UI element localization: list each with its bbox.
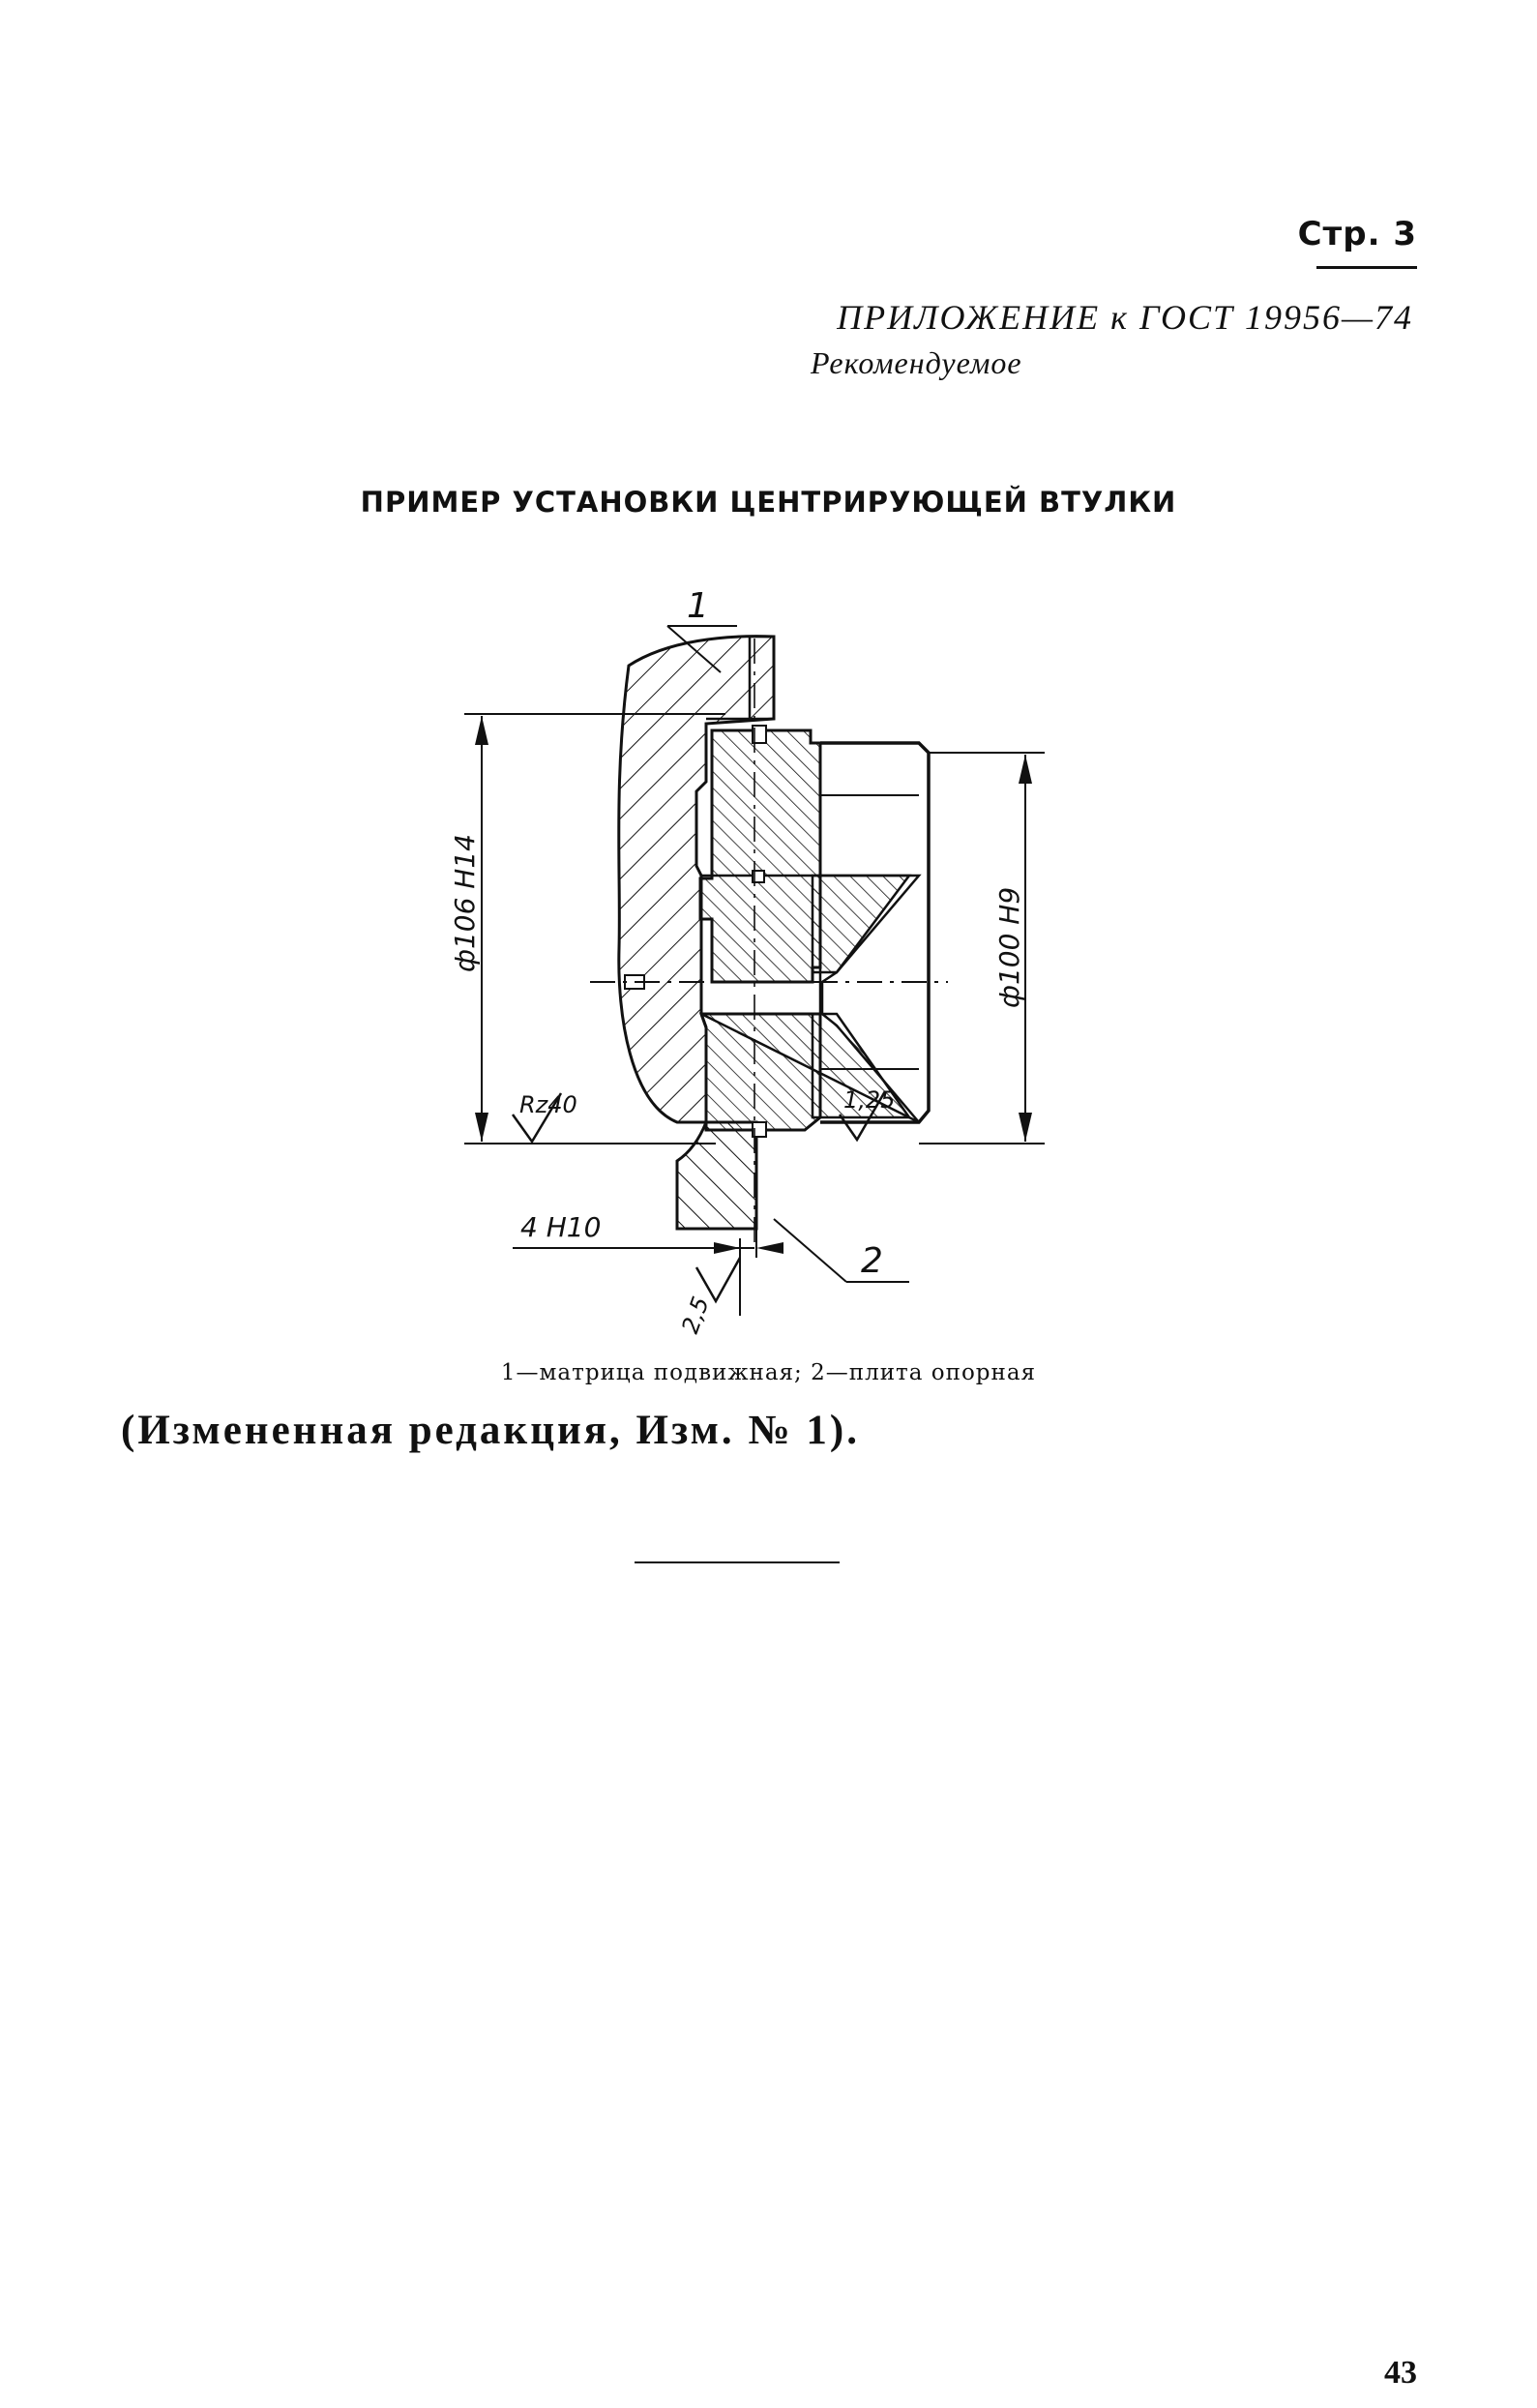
appendix-title: ПРИЛОЖЕНИЕ к ГОСТ 19956—74 [837, 298, 1413, 337]
roughness-right-label: 1,25 [843, 1086, 895, 1114]
callout-2-label: 2 [861, 1241, 883, 1281]
callout-2-pointer [773, 1218, 847, 1283]
bushing-upper [698, 728, 822, 984]
arrow-right-bottom [1019, 1113, 1032, 1142]
groove-top [752, 725, 767, 744]
bushing-flange [820, 741, 931, 1124]
figure-caption: 1—матрица подвижная; 2—плита опорная [500, 1360, 1037, 1385]
chamfer-label: 2,5 [676, 1293, 714, 1337]
callout-1-pointer [666, 625, 722, 673]
cone-upper [811, 874, 912, 974]
inner-diameter-label: ф100 Н9 [993, 887, 1025, 1008]
page-number: 43 [1384, 2355, 1417, 2391]
roughness-right-symbol [838, 1090, 887, 1143]
groove-bottom [752, 1121, 767, 1138]
drawing-svg: ф106 Н14 ф100 Н9 Rz40 1,25 4 Н10 2,5 1 2 [449, 586, 1045, 1337]
arrow-right-top [1019, 755, 1032, 784]
figure-title: ПРИМЕР УСТАНОВКИ ЦЕНТРИРУЮЩЕЙ ВТУЛКИ [360, 486, 1177, 519]
page-label-underline [1316, 266, 1417, 269]
technical-drawing: ф106 Н14 ф100 Н9 Rz40 1,25 4 Н10 2,5 1 2 [406, 580, 1103, 1354]
die-shoulder-top [706, 635, 776, 721]
outer-diameter-label: ф106 Н14 [449, 834, 481, 972]
arrow-left-top [475, 716, 488, 745]
page-label: Стр. 3 [1297, 215, 1417, 253]
support-plate [675, 1120, 758, 1231]
revision-note: (Измененная редакция, Изм. № 1). [121, 1408, 860, 1453]
bushing-lower [698, 1012, 822, 1132]
arrow-width-left [714, 1242, 740, 1254]
roughness-left-symbol [511, 1092, 563, 1145]
arrow-left-bottom [475, 1113, 488, 1142]
width-label: 4 Н10 [520, 1211, 601, 1243]
callout-1-label: 1 [687, 586, 709, 626]
arrow-width-right [756, 1242, 783, 1254]
groove-mid [752, 870, 765, 883]
die-body [617, 635, 776, 1124]
end-rule [635, 1561, 840, 1563]
recommended-label: Рекомендуемое [811, 345, 1022, 380]
chamfer-symbol [695, 1257, 742, 1304]
